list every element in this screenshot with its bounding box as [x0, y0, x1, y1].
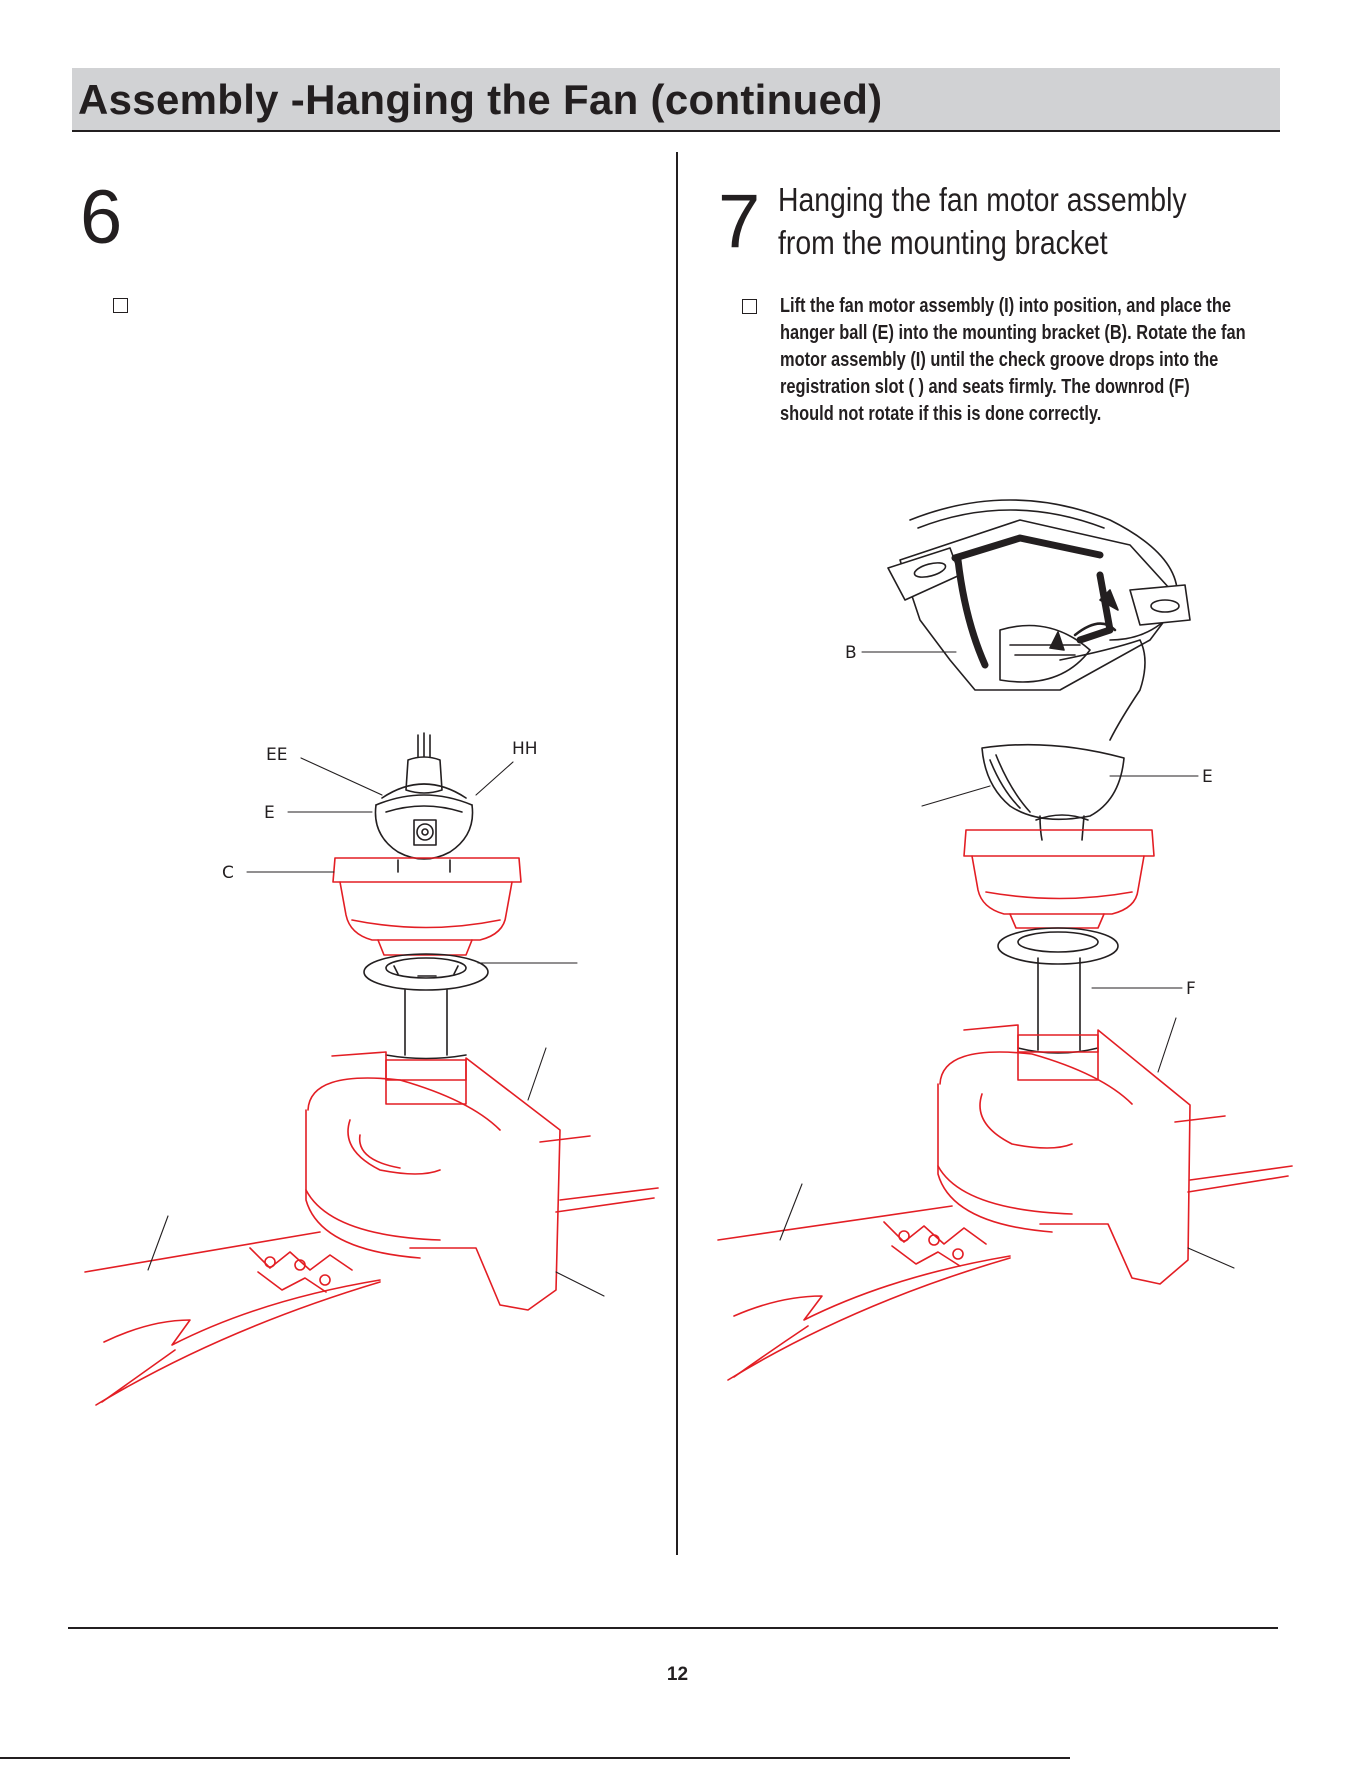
callout-e-step6: E — [264, 803, 275, 823]
step-7-leader-lines — [779, 651, 1235, 1269]
step-7-illustration: B E F — [717, 499, 1293, 1381]
step-7-checkbox[interactable] — [742, 299, 757, 314]
step-6-illustration: EE HH E C — [84, 732, 659, 1406]
step-6-number: 6 — [80, 175, 123, 260]
step-7-mounting-bracket — [887, 499, 1191, 741]
callout-b: B — [845, 643, 857, 663]
callout-hh: HH — [512, 739, 538, 759]
callout-f: F — [1186, 979, 1196, 999]
section-title-bar: Assembly -Hanging the Fan (continued) — [72, 68, 1280, 132]
step-7-heading: Hanging the fan motor assembly from the … — [778, 181, 1187, 261]
step-7-number: 7 — [718, 179, 761, 264]
step-7-hanger-ball — [981, 743, 1125, 841]
column-divider — [676, 152, 678, 1555]
step-7-canopy — [963, 829, 1155, 929]
step-6-hanger-ball — [374, 732, 474, 873]
step-7-downrod — [997, 927, 1119, 1054]
bottom-rule — [0, 1757, 1070, 1759]
step-7-motor-assembly — [717, 1024, 1293, 1381]
section-title: Assembly -Hanging the Fan (continued) — [78, 76, 883, 123]
page-number: 12 — [666, 1664, 689, 1685]
step-6-motor-assembly — [84, 1051, 659, 1406]
callout-c: C — [222, 863, 234, 883]
step-6-canopy — [332, 857, 522, 956]
step-7-instruction: Lift the fan motor assembly (I) into pos… — [780, 295, 1246, 425]
step-6-downrod — [363, 953, 489, 1060]
footer-rule — [68, 1627, 1278, 1629]
callout-e-step7: E — [1202, 767, 1213, 787]
step-6-checkbox[interactable] — [113, 298, 128, 313]
step-6-leader-lines — [147, 757, 605, 1297]
callout-ee: EE — [266, 745, 287, 765]
